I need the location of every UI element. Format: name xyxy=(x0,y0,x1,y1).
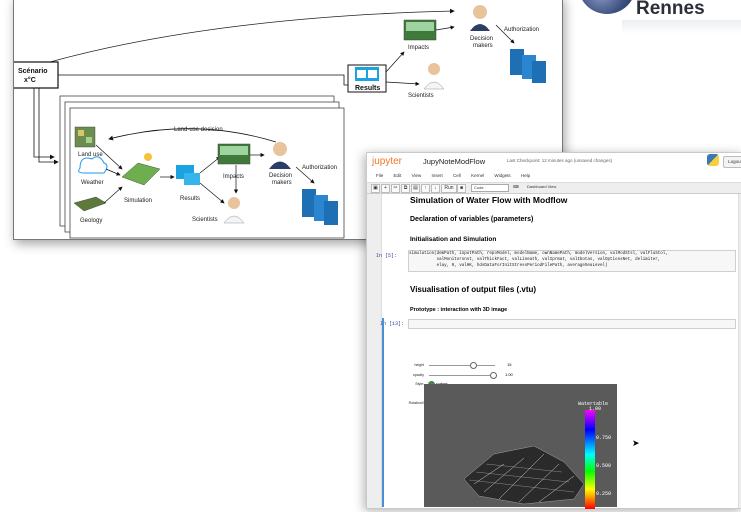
style-label: Style: xyxy=(415,382,424,386)
top-decision-maker-head xyxy=(473,5,487,19)
rotation-label: RotationX xyxy=(408,401,424,405)
land-use-decision-label: Land-use decision xyxy=(174,127,223,133)
weather-label: Weather xyxy=(81,180,104,186)
buildings-icon xyxy=(302,189,338,225)
terrain-mesh xyxy=(463,445,585,505)
jupyter-logo[interactable]: jupyter xyxy=(372,156,403,167)
decision-label-2: makers xyxy=(272,180,292,186)
checkpoint-status: Last Checkpoint: 12 minutes ago (unsaved… xyxy=(507,158,613,163)
top-impacts-label: Impacts xyxy=(408,45,429,51)
menu-help[interactable]: Help xyxy=(520,173,531,178)
colorbar-title: Watertable xyxy=(578,401,609,407)
opacity-slider[interactable] xyxy=(429,375,495,376)
workflow-diagram-svg: Scénario x°C Results Impacts Decision ma… xyxy=(14,5,546,239)
top-buildings-icon xyxy=(510,49,546,83)
scenario-subtitle: x°C xyxy=(24,76,36,84)
declaration-heading: Declaration of variables (parameters) xyxy=(410,216,534,223)
top-scientist-body xyxy=(423,81,445,90)
code-cell-1[interactable]: simulation(demPath, inputPath, repoModel… xyxy=(408,250,736,272)
cut-icon[interactable]: ✂ xyxy=(391,184,400,193)
menu-kernel[interactable]: Kernel xyxy=(471,173,485,178)
scenario-title: Scénario xyxy=(18,68,48,75)
workflow-diagram: Scénario x°C Results Impacts Decision ma… xyxy=(13,0,563,240)
move-up-icon[interactable]: ↑ xyxy=(421,184,430,193)
geology-label: Geology xyxy=(80,218,102,224)
opacity-slider-handle[interactable] xyxy=(490,372,497,379)
height-label: height xyxy=(414,363,424,367)
impacts-label: Impacts xyxy=(223,174,244,180)
menu-widgets[interactable]: Widgets xyxy=(494,173,511,178)
copy-icon[interactable]: ⧉ xyxy=(401,184,410,193)
decision-label-1: Decision xyxy=(269,173,292,179)
height-value: 15 xyxy=(507,362,512,367)
results-box-label: Results xyxy=(355,85,380,92)
command-palette-icon[interactable]: ⌨ xyxy=(513,184,519,189)
top-authorization-label: Authorization xyxy=(504,27,539,33)
land-use-label: Land use xyxy=(78,152,103,158)
scientists-label: Scientists xyxy=(192,217,218,223)
python-logo-icon xyxy=(707,154,719,166)
top-scientist-head xyxy=(428,63,440,75)
menu-file[interactable]: File xyxy=(376,173,384,178)
menu-cell[interactable]: Cell xyxy=(453,173,461,178)
weather-cloud-icon xyxy=(78,156,108,174)
paste-icon[interactable]: ▤ xyxy=(411,184,420,193)
simulation-icon xyxy=(121,162,161,186)
cell-type-select[interactable]: Code xyxy=(471,184,509,192)
brand-name: Rennes xyxy=(636,0,705,19)
geology-icon xyxy=(73,196,107,212)
jupyter-header: jupyter JupyNoteModFlow Last Checkpoint:… xyxy=(367,153,741,171)
run-button[interactable]: Run xyxy=(441,184,457,193)
notebook-name[interactable]: JupyNoteModFlow xyxy=(423,157,486,166)
colorbar-tick-2: 0.750 xyxy=(596,435,612,441)
code-cell-2[interactable] xyxy=(408,319,736,329)
logout-button[interactable]: Logout xyxy=(723,156,741,168)
selected-cell-indicator xyxy=(382,318,384,507)
prototype-heading: Prototype : interaction with 3D image xyxy=(410,307,508,313)
stop-icon[interactable]: ■ xyxy=(457,184,466,193)
simulation-label: Simulation xyxy=(124,198,152,204)
authorization-label: Authorization xyxy=(302,165,337,171)
decision-maker-body xyxy=(269,161,291,169)
colorbar-tick-3: 0.500 xyxy=(596,463,612,469)
add-cell-icon[interactable]: + xyxy=(381,184,390,193)
menu-bar: File Edit View Insert Cell Kernel Widget… xyxy=(367,171,741,198)
cell-2-prompt: In [13]: xyxy=(380,321,405,327)
run-label: Run xyxy=(444,185,454,191)
dashboard-view-label[interactable]: Dashboard View xyxy=(527,184,557,189)
mouse-cursor-icon: ➤ xyxy=(632,438,640,448)
top-decision-label-2: makers xyxy=(473,43,493,49)
colorbar-tick-1: 1.00 xyxy=(589,406,602,412)
move-down-icon[interactable]: ↓ xyxy=(431,184,440,193)
university-logo-graphic xyxy=(578,0,636,14)
code-line-2: valMonitoronst, valThickFact, valLineath… xyxy=(409,258,661,262)
opacity-value: 1.00 xyxy=(505,372,513,377)
top-scientists-label: Scientists xyxy=(408,93,434,99)
toolbar: ▣ + ✂ ⧉ ▤ ↑ ↓ Run ■ Code ⌨ Dashboard Vie… xyxy=(367,182,741,194)
height-slider-handle[interactable] xyxy=(470,362,477,369)
main-heading: Simulation of Water Flow with Modflow xyxy=(410,195,568,205)
init-heading: Initialisation and Simulation xyxy=(410,236,497,243)
brand-background xyxy=(622,20,741,34)
code-line-1: simulation(demPath, inputPath, repoModel… xyxy=(409,252,668,256)
3d-watertable-plot[interactable] xyxy=(424,384,617,507)
scientist-head xyxy=(228,197,240,209)
save-icon[interactable]: ▣ xyxy=(371,184,380,193)
scientist-body xyxy=(223,215,245,224)
visualisation-heading: Visualisation of output files (.vtu) xyxy=(410,285,537,294)
scenario-box xyxy=(14,61,59,89)
decision-maker-head xyxy=(273,142,287,156)
colorbar-tick-4: 0.250 xyxy=(596,491,612,497)
opacity-label: opacity xyxy=(412,373,424,377)
menu-edit[interactable]: Edit xyxy=(393,173,402,178)
results-label: Results xyxy=(180,196,200,202)
height-slider[interactable] xyxy=(429,365,495,366)
code-line-3: elay, 0, valHK, hdsDataForInitStressPeri… xyxy=(409,264,608,268)
colorbar xyxy=(585,410,595,509)
menu-view[interactable]: View xyxy=(411,173,422,178)
menu-insert[interactable]: Insert xyxy=(431,173,443,178)
top-decision-label-1: Decision xyxy=(470,36,493,42)
top-decision-maker-body xyxy=(470,24,490,31)
cell-1-prompt: In [5]: xyxy=(376,253,398,259)
